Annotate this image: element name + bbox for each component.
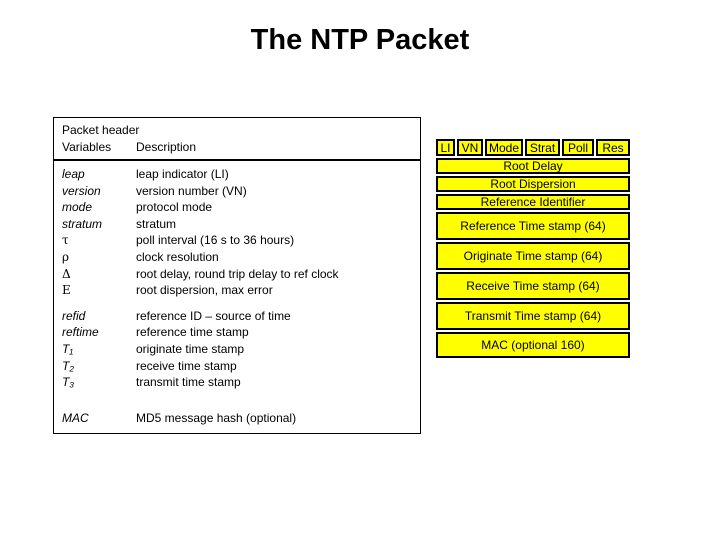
table-row: leap leap indicator (LI) [54,166,420,183]
variable-name-mac: MAC [62,410,89,425]
table-row: MAC MD5 message hash (optional) [54,410,420,427]
column-header-description: Description [136,140,197,154]
variable-description: receive time stamp [136,358,237,373]
variable-name: mode [62,200,93,215]
variable-description: transmit time stamp [136,375,241,390]
variable-name-tau: τ [62,233,69,248]
variable-name: refid [62,308,86,323]
packet-bit-fields-row: LI VN Mode Strat Poll Res [436,139,630,156]
bit-field-vn: VN [457,139,483,156]
table-row: T₁ originate time stamp [54,341,420,358]
variable-description: MD5 message hash (optional) [136,410,297,425]
table-title: Packet header [62,123,140,137]
variable-name-t3: T₃ [62,375,75,390]
variable-description: protocol mode [136,200,213,215]
table-row: version version number (VN) [54,183,420,200]
variable-description: root delay, round trip delay to ref cloc… [136,266,339,281]
ntp-packet-diagram: LI VN Mode Strat Poll Res Root Delay Roo… [436,139,630,358]
table-column-headers: Variables Description [54,139,420,156]
variable-description: stratum [136,216,177,231]
packet-row-receive-timestamp: Receive Time stamp (64) [436,272,630,300]
variable-description: root dispersion, max error [136,283,273,298]
variable-description: clock resolution [136,249,219,264]
variable-name-epsilon: Ε [62,283,71,298]
table-row: reftime reference time stamp [54,324,420,341]
variable-description: version number (VN) [136,183,247,198]
variable-name: stratum [62,216,103,231]
table-row: τ poll interval (16 s to 36 hours) [54,232,420,249]
table-row: Δ root delay, round trip delay to ref cl… [54,266,420,283]
table-row: T₂ receive time stamp [54,358,420,375]
variable-name: leap [62,167,85,181]
packet-header-table: Packet header Variables Description leap… [53,117,421,435]
variable-description: poll interval (16 s to 36 hours) [136,233,295,248]
packet-row-transmit-timestamp: Transmit Time stamp (64) [436,302,630,330]
variable-name: reftime [62,325,99,340]
variable-description: reference time stamp [136,325,249,340]
variable-name: version [62,183,101,198]
bit-field-res: Res [596,139,630,156]
page-title: The NTP Packet [250,24,470,56]
bit-field-strat: Strat [525,139,560,156]
variable-description: leap indicator (LI) [136,167,229,181]
table-row: ρ clock resolution [54,249,420,266]
variable-name-rho: ρ [62,249,70,264]
table-row: mode protocol mode [54,199,420,216]
bit-field-li: LI [436,139,455,156]
variable-description: reference ID – source of time [136,308,291,323]
table-group-header-fields: leap leap indicator (LI) version version… [54,166,420,299]
packet-row-root-dispersion: Root Dispersion [436,176,630,192]
table-group-timestamp-fields: refid reference ID – source of time reft… [54,308,420,391]
table-row: refid reference ID – source of time [54,308,420,325]
packet-row-originate-timestamp: Originate Time stamp (64) [436,242,630,270]
header-separator-line [54,159,420,161]
packet-row-mac: MAC (optional 160) [436,332,630,358]
table-row: stratum stratum [54,216,420,233]
bit-field-poll: Poll [562,139,594,156]
table-row: T₃ transmit time stamp [54,374,420,391]
variable-description: originate time stamp [136,341,245,356]
bit-field-mode: Mode [485,139,523,156]
table-row: Ε root dispersion, max error [54,282,420,299]
variable-name-t2: T₂ [62,358,74,373]
packet-row-reference-identifier: Reference Identifier [436,194,630,210]
column-header-variables: Variables [62,140,112,154]
packet-row-root-delay: Root Delay [436,158,630,174]
variable-name-t1: T₁ [62,341,74,356]
packet-row-reference-timestamp: Reference Time stamp (64) [436,212,630,240]
variable-name-delta: Δ [62,266,71,281]
table-group-mac: MAC MD5 message hash (optional) [54,410,420,427]
